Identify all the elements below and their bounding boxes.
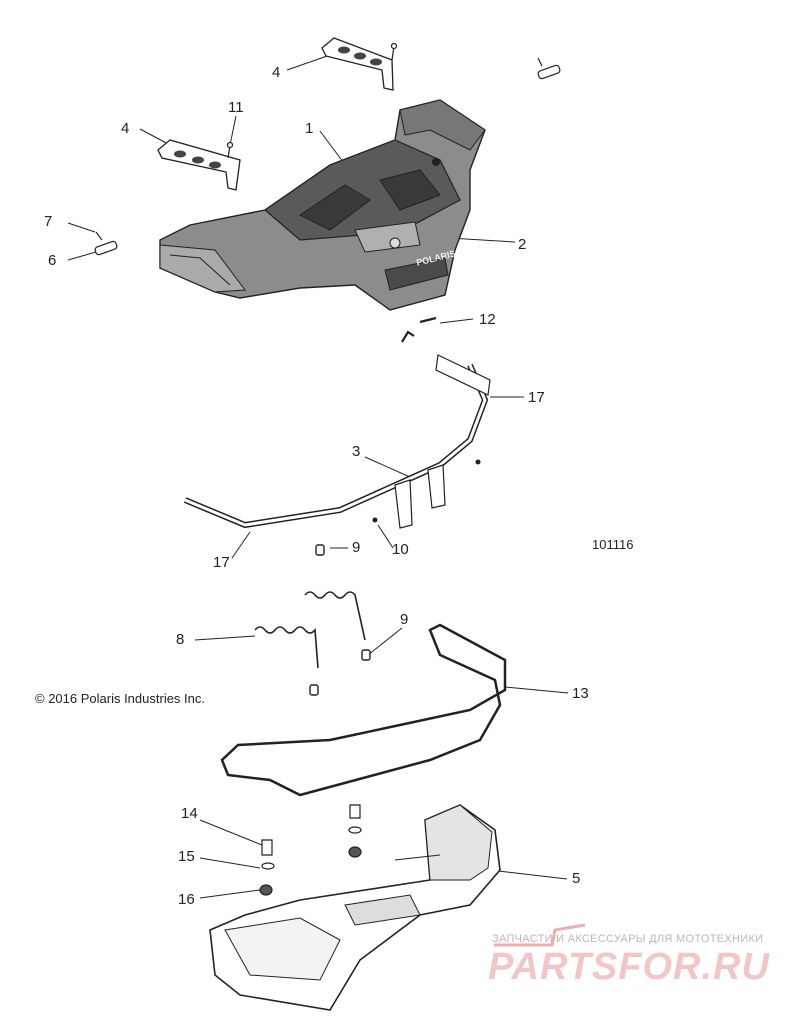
callout-3: 3 (352, 443, 361, 460)
callout-9-top: 9 (352, 539, 361, 556)
callout-7: 7 (44, 213, 53, 230)
clip-12-part (401, 316, 437, 343)
callout-15: 15 (178, 848, 195, 865)
watermark-swoosh (494, 923, 586, 947)
springs-8-part (254, 591, 366, 669)
callout-6: 6 (48, 252, 57, 269)
callout-11: 11 (228, 99, 244, 116)
seal-13-part (220, 623, 507, 797)
watermark-tagline: ЗАПЧАСТИ И АКСЕССУАРЫ ДЛЯ МОТОТЕХНИКИ (492, 933, 764, 945)
callout-4-top: 4 (272, 64, 281, 81)
callout-17-left: 17 (213, 554, 230, 571)
small-fasteners (94, 42, 561, 256)
callout-17-right: 17 (528, 389, 545, 406)
callout-12: 12 (479, 311, 496, 328)
bracket-left-part (157, 139, 241, 191)
pins-9-part (309, 544, 371, 696)
callout-13: 13 (572, 685, 589, 702)
callout-8: 8 (176, 631, 185, 648)
callout-16: 16 (178, 891, 195, 908)
callout-4-left: 4 (121, 120, 130, 137)
bracket-top-part (321, 37, 394, 91)
callout-5: 5 (572, 870, 581, 887)
watermark-brand: PARTSFOR.RU (488, 946, 770, 988)
storage-box-part (209, 804, 501, 1011)
callout-2: 2 (518, 236, 527, 253)
callout-9-bottom: 9 (400, 611, 409, 628)
copyright-notice: © 2016 Polaris Industries Inc. (35, 691, 205, 706)
callout-10: 10 (392, 541, 409, 558)
support-rail-part (183, 354, 491, 529)
latch-fasteners-part (259, 804, 362, 896)
diagram-id: 101116 (592, 537, 634, 552)
callout-1: 1 (305, 120, 314, 137)
callout-14: 14 (181, 805, 198, 822)
front-rack-part (159, 99, 486, 311)
